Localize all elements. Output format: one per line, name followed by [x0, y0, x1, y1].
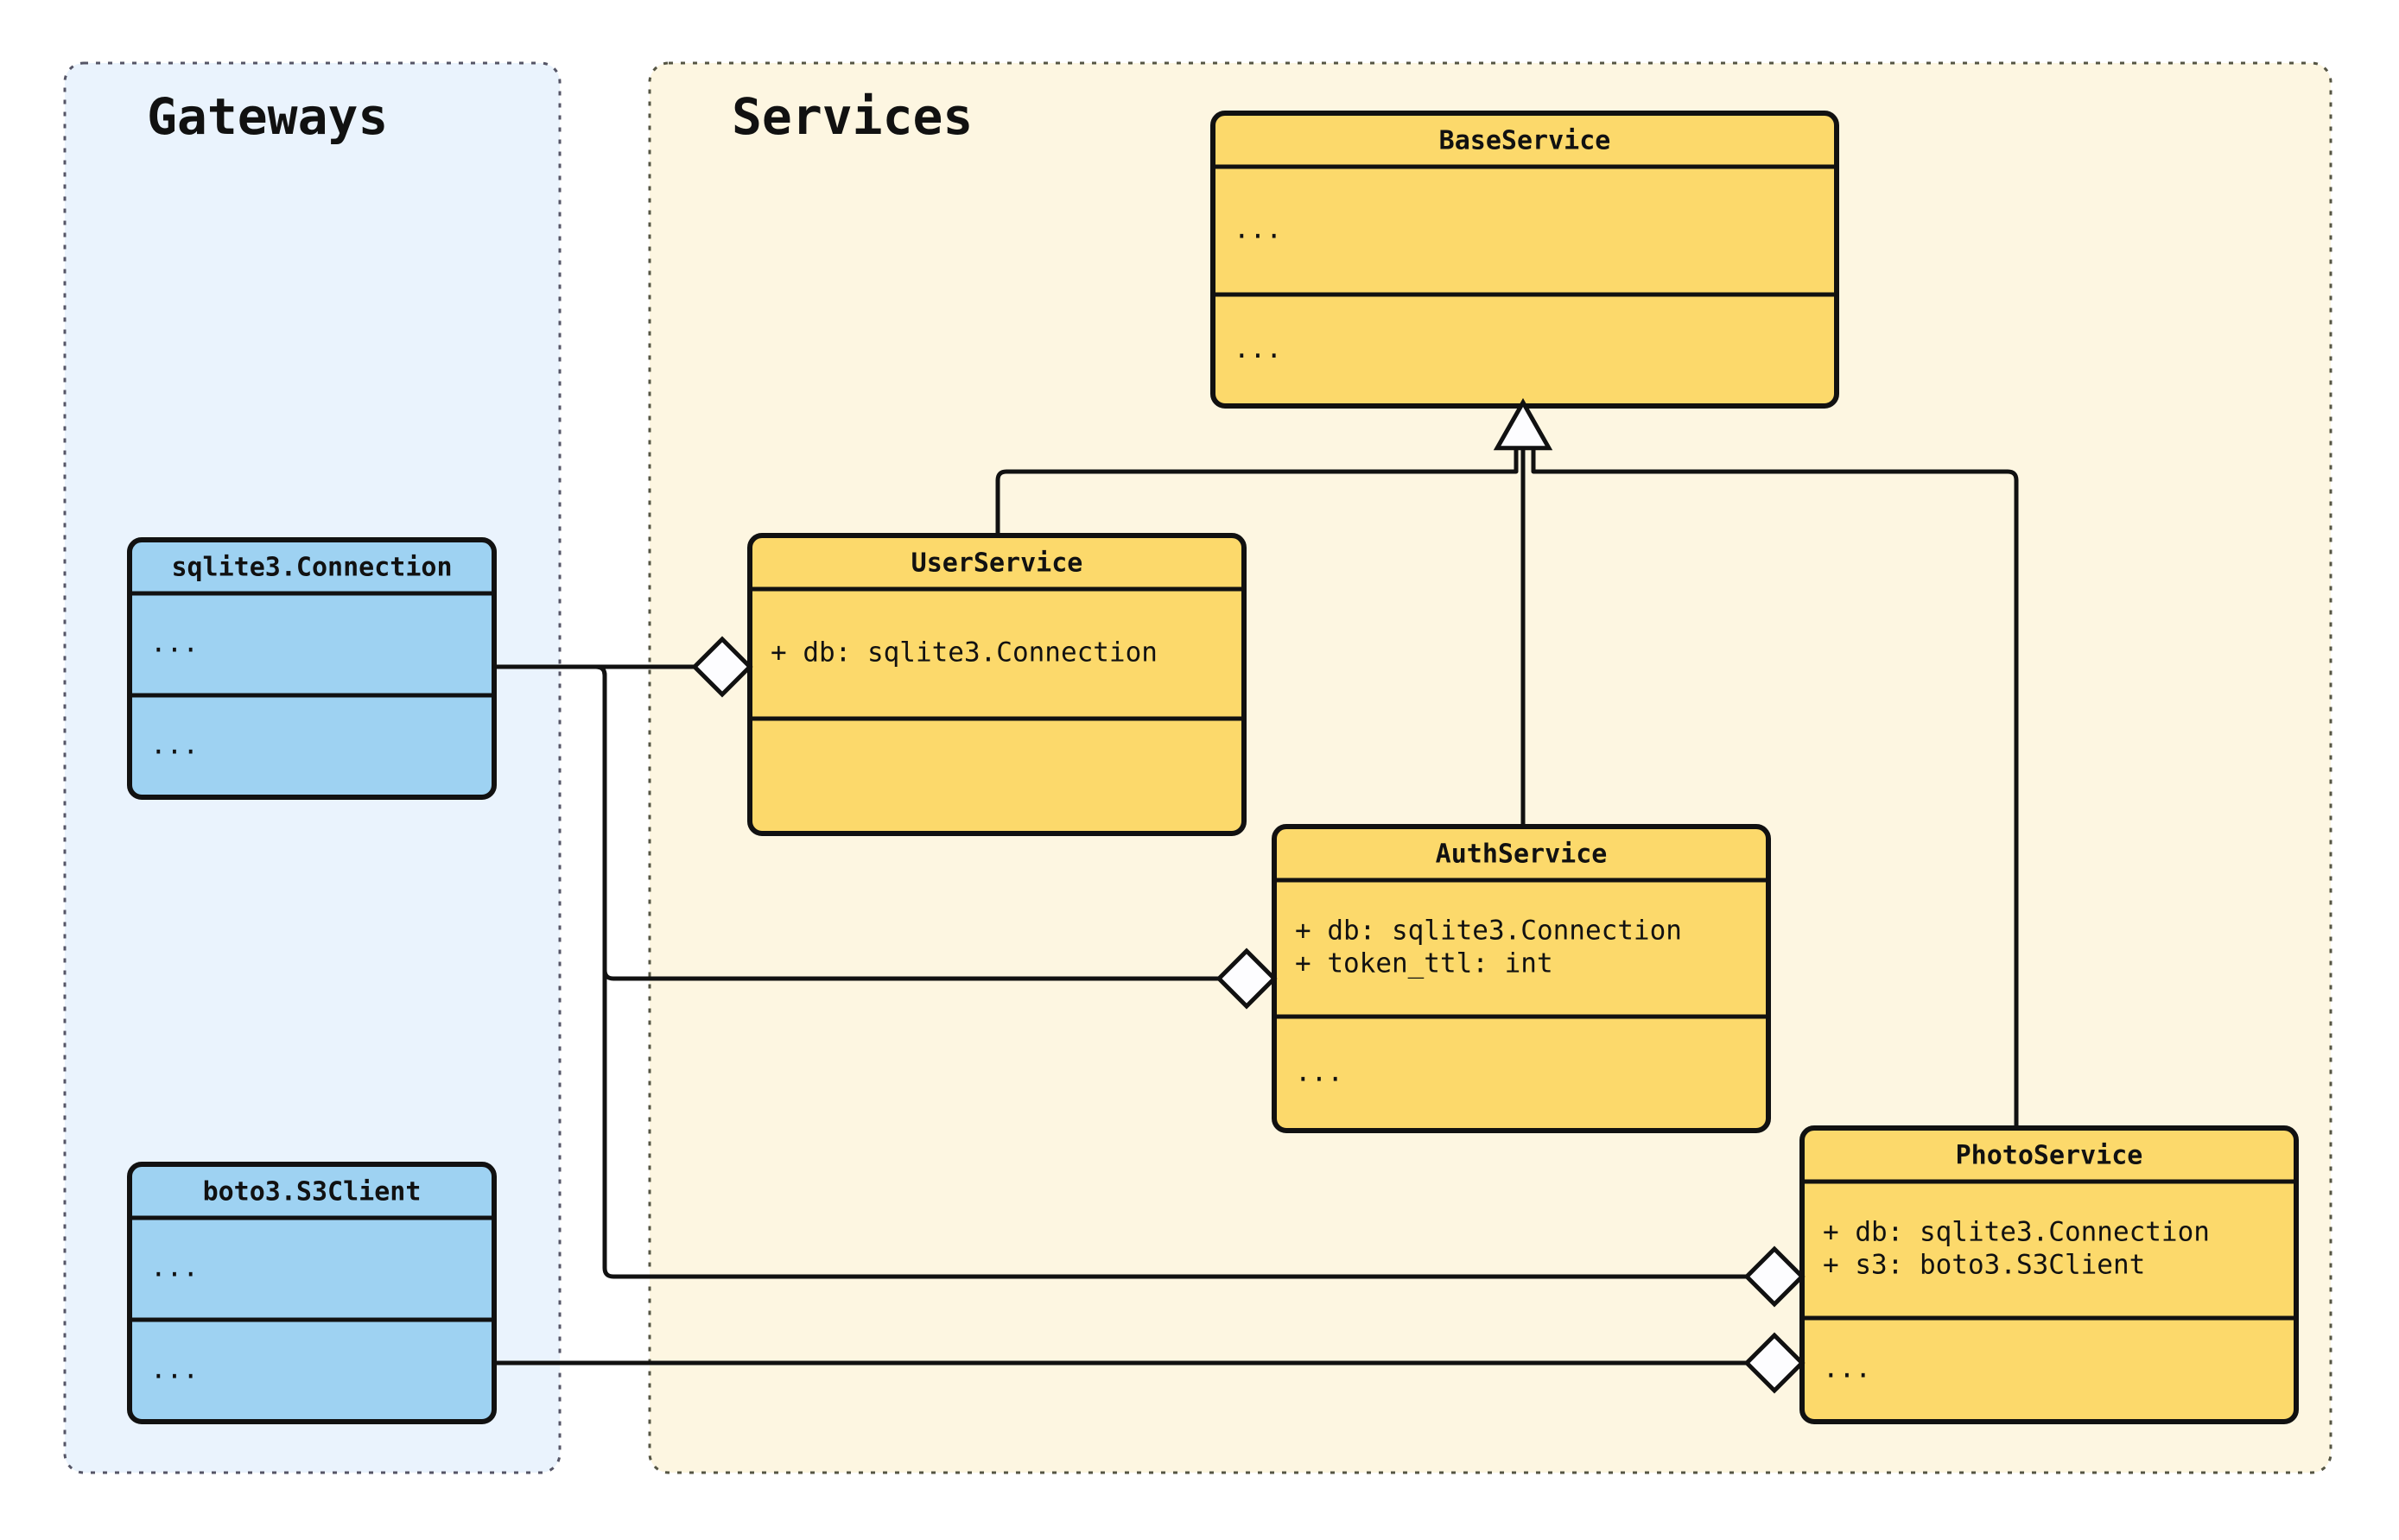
class-attribute: + token_ttl: int: [1295, 948, 1553, 979]
class-attribute: + s3: boto3.S3Client: [1823, 1250, 2145, 1281]
package-services-title: Services: [732, 87, 973, 146]
aggregation-diamond-icon: [1743, 1245, 1806, 1308]
relation-line-aggregation: [494, 664, 1766, 1279]
class-frame: [127, 1162, 497, 1424]
relation-markers-layer: [691, 397, 1806, 1394]
class-name-label: BaseService: [1439, 126, 1611, 156]
class-box-authservice[interactable]: AuthService + db: sqlite3.Connection+ tok…: [1272, 824, 1771, 1133]
class-box-sqlite3-connection[interactable]: sqlite3.Connection......: [127, 537, 497, 800]
aggregation-diamond-icon: [1215, 947, 1278, 1010]
class-method: ...: [1234, 333, 1282, 364]
class-box-userservice[interactable]: UserService + db: sqlite3.Connection: [747, 533, 1247, 836]
class-frame: [1210, 111, 1839, 409]
class-attribute: + db: sqlite3.Connection: [1295, 916, 1682, 947]
class-box-photoservice[interactable]: PhotoService + db: sqlite3.Connection+ s3…: [1799, 1125, 2299, 1424]
class-attribute: + db: sqlite3.Connection: [771, 637, 1158, 669]
package-services[interactable]: Services: [648, 61, 2332, 1474]
aggregation-diamond-icon: [1743, 1332, 1806, 1394]
class-name-label: PhotoService: [1956, 1141, 2143, 1171]
class-frame: [127, 537, 497, 800]
inheritance-triangle-icon: [1493, 397, 1553, 451]
class-frame: [747, 533, 1247, 836]
class-method: ...: [150, 1354, 199, 1385]
aggregation-diamond-icon: [691, 636, 753, 698]
relation-line-inheritance: [995, 432, 1519, 536]
classes-layer: sqlite3.Connection......boto3.S3Client..…: [127, 111, 2299, 1424]
class-method: ...: [1295, 1057, 1343, 1088]
class-name-label: boto3.S3Client: [203, 1177, 422, 1207]
relation-line-inheritance: [1531, 432, 2019, 1128]
relations-layer: [494, 432, 2019, 1366]
package-gateways-title: Gateways: [147, 87, 388, 146]
class-name-label: sqlite3.Connection: [171, 553, 452, 583]
class-box-baseservice[interactable]: BaseService......: [1210, 111, 1839, 409]
relation-photoservice-inherits-baseservice[interactable]: [1531, 432, 2019, 1128]
class-attribute: + db: sqlite3.Connection: [1823, 1217, 2210, 1248]
class-attribute: ...: [150, 1252, 199, 1283]
class-attribute: ...: [150, 628, 199, 659]
package-services-frame: [648, 61, 2332, 1474]
class-attribute: ...: [1234, 214, 1282, 245]
relation-userservice-inherits-baseservice[interactable]: [995, 432, 1519, 536]
relation-photoservice-aggregates-connection[interactable]: [494, 664, 1766, 1279]
class-method: ...: [1823, 1353, 1871, 1385]
class-box-boto3-s3client[interactable]: boto3.S3Client......: [127, 1162, 497, 1424]
class-name-label: AuthService: [1436, 840, 1608, 870]
class-name-label: UserService: [911, 548, 1083, 579]
class-method: ...: [150, 730, 199, 761]
